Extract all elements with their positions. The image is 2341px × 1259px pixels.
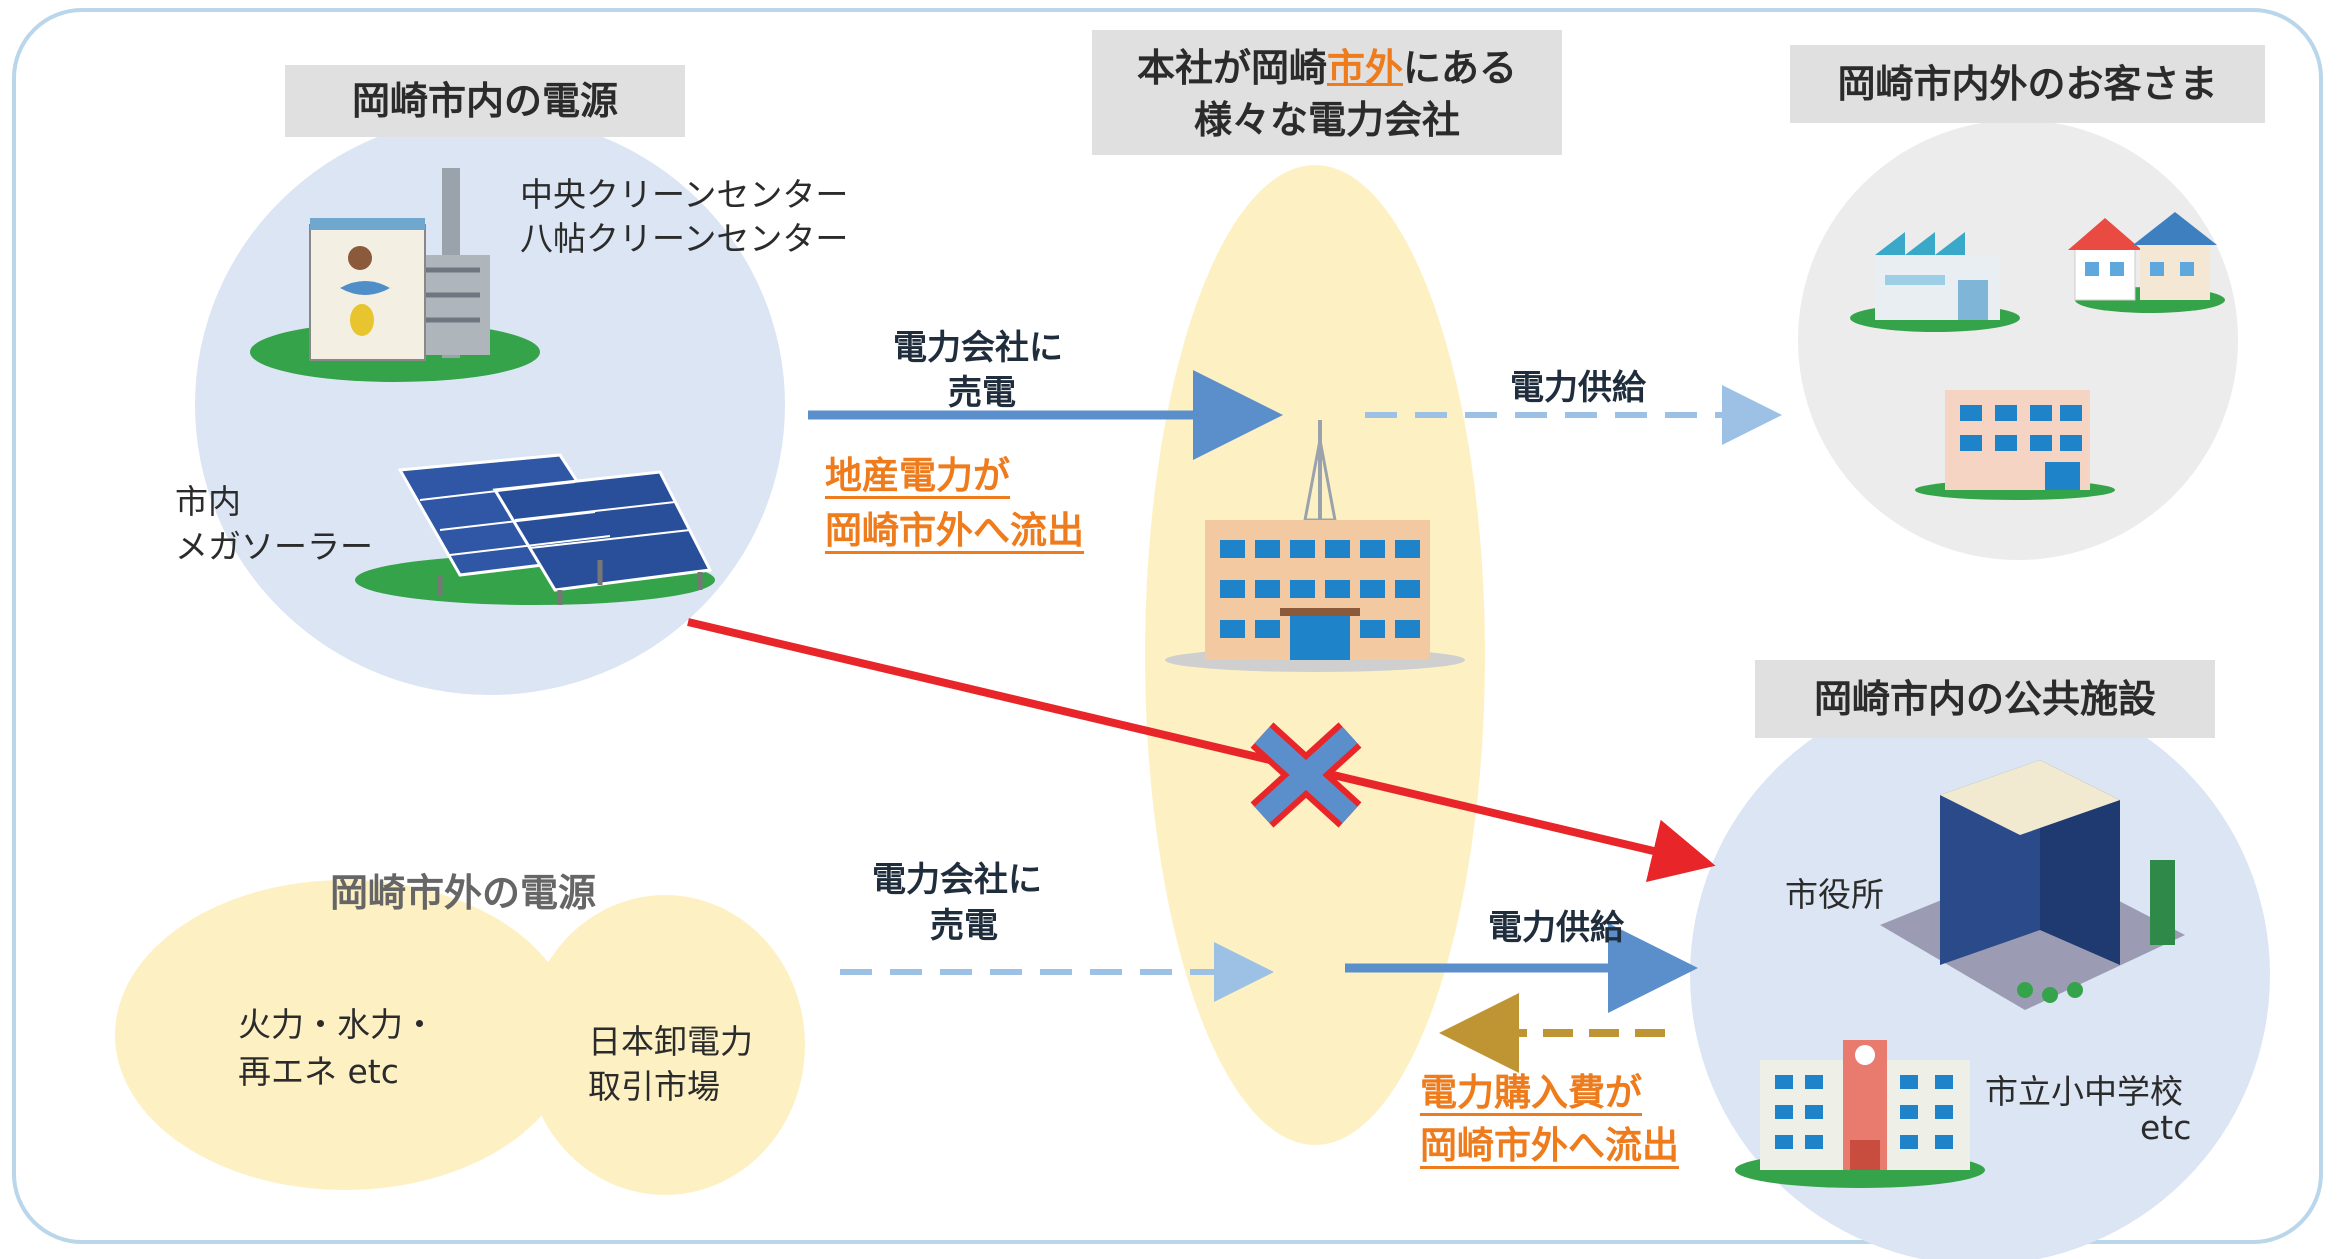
- sell-label-top-1: 電力会社に: [893, 328, 1063, 368]
- outflow-label-bottom-1: 電力購入費が: [1420, 1071, 1642, 1114]
- clean-center-illustration: [250, 168, 540, 382]
- cross-mark: [1250, 722, 1362, 828]
- outside-power-ellipse: [115, 880, 575, 1190]
- city-hall-illustration: [1880, 760, 2185, 1010]
- outflow-label-bottom-2: 岡崎市外へ流出: [1420, 1124, 1679, 1167]
- outside-source-1: 火力・水力・: [238, 1005, 436, 1044]
- solar-panels-illustration: [355, 453, 715, 605]
- supply-label-bottom: 電力供給: [1488, 908, 1624, 948]
- market-label-1: 日本卸電力: [588, 1022, 753, 1061]
- okazaki-power-title: 岡崎市内の電源: [285, 65, 685, 137]
- public-facilities-title: 岡崎市内の公共施設: [1755, 660, 2215, 738]
- power-company-title: 本社が岡崎市外にある 様々な電力会社: [1092, 30, 1562, 155]
- school-label: 市立小中学校: [1985, 1072, 2183, 1111]
- outside-power-title: 岡崎市外の電源: [330, 871, 597, 915]
- solar-label-1: 市内: [175, 482, 241, 521]
- outflow-label-top-2: 岡崎市外へ流出: [825, 509, 1084, 552]
- sell-label-top-2: 売電: [948, 373, 1016, 413]
- customers-title: 岡崎市内外のお客さま: [1790, 45, 2265, 123]
- clean-center-label-2: 八帖クリーンセンター: [520, 219, 849, 258]
- sell-label-bottom-2: 売電: [930, 906, 998, 946]
- diagram-frame: [12, 8, 2323, 1244]
- outside-source-2: 再エネ etc: [238, 1052, 399, 1091]
- customers-circle: [1798, 120, 2238, 560]
- customers-illustration: [1850, 212, 2225, 500]
- school-etc-label: etc: [2140, 1108, 2192, 1147]
- market-ellipse: [525, 895, 805, 1195]
- power-company-title-line2: 様々な電力会社: [1193, 98, 1460, 142]
- school-illustration: [1735, 1040, 1985, 1188]
- city-hall-label: 市役所: [1785, 875, 1884, 914]
- market-label-2: 取引市場: [588, 1067, 720, 1106]
- power-company-title-suffix: にある: [1403, 46, 1518, 90]
- clean-center-label-1: 中央クリーンセンター: [520, 175, 849, 214]
- outflow-label-top-1: 地産電力が: [825, 454, 1010, 497]
- supply-label-top: 電力供給: [1510, 368, 1646, 408]
- blocked-red-arrow: [687, 618, 1716, 883]
- solar-label-2: メガソーラー: [175, 527, 373, 566]
- power-company-building: [1165, 420, 1465, 672]
- power-company-title-highlight: 市外: [1326, 46, 1403, 90]
- sell-label-bottom-1: 電力会社に: [872, 860, 1042, 900]
- power-company-title-prefix: 本社が岡崎: [1136, 46, 1327, 90]
